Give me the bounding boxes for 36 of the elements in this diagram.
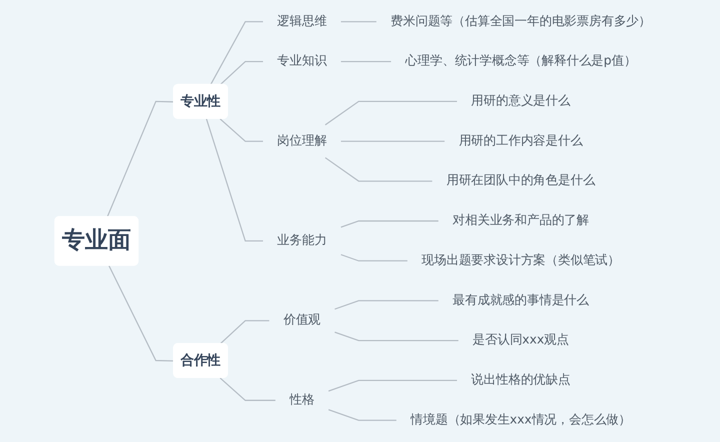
connector [210, 21, 263, 86]
connector [328, 409, 396, 421]
node-text: 逻辑思维 [277, 14, 327, 28]
connector [220, 118, 263, 142]
connector [328, 380, 457, 392]
node-text: 专业知识 [277, 54, 327, 68]
connector [324, 100, 457, 126]
connector [220, 320, 270, 344]
node-text: 价值观 [283, 313, 321, 328]
connector [106, 100, 174, 218]
connector [340, 220, 438, 228]
node-text: 业务能力 [277, 233, 327, 248]
node-text: 对相关业务和产品的了解 [452, 213, 589, 228]
node-text: 说出性格的优缺点 [471, 372, 570, 388]
node-text: 用研的工作内容是什么 [458, 134, 583, 148]
node-text: 用研的意义是什么 [471, 94, 570, 108]
connector [340, 140, 445, 142]
connector [220, 60, 263, 86]
node-text: 是否认同xxx观点 [472, 333, 569, 348]
connector [206, 118, 263, 242]
node-text: 性格 [290, 392, 314, 408]
connector [108, 265, 174, 362]
connector [340, 60, 392, 62]
connector [220, 378, 276, 401]
connector [340, 254, 408, 262]
node-text: 岗位理解 [277, 134, 327, 148]
node-text: 最有成就感的事情是什么 [452, 293, 589, 308]
node-text: 用研在团队中的角色是什么 [446, 174, 596, 188]
connector [334, 300, 438, 310]
connector [340, 21, 376, 22]
node-text: 现场出题要求设计方案（类似笔试） [422, 253, 620, 268]
node-text: 心理学、统计学概念等（解释什么是p值） [405, 54, 636, 68]
connector [334, 332, 458, 342]
node-text: 费米问题等（估算全国一年的电影票房有多少） [390, 14, 651, 28]
connector [324, 157, 432, 182]
node-text: 情境题（如果发生xxx情况，会怎么做） [410, 412, 631, 427]
